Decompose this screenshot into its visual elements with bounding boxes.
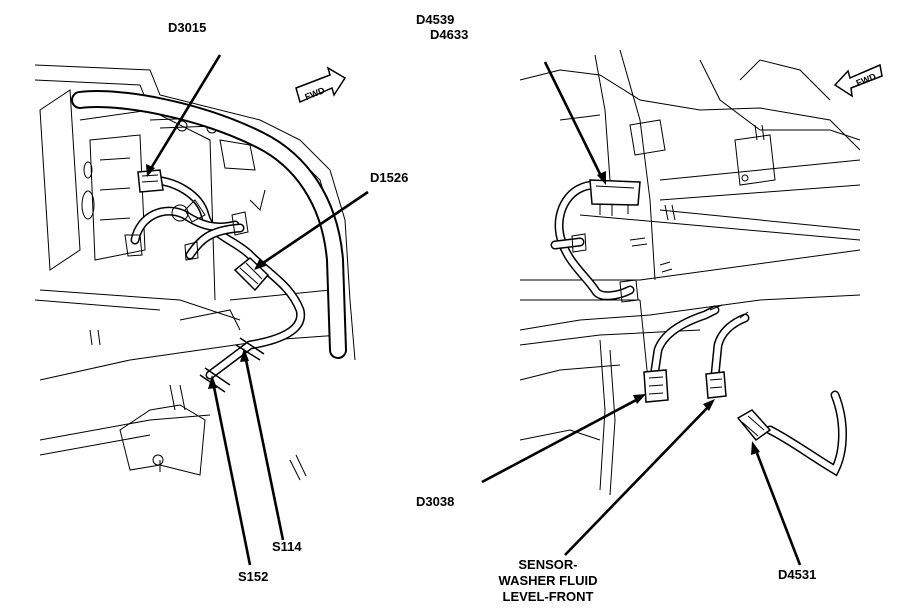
callout-d3015: D3015 [168, 20, 207, 35]
connector-d3038-shape [643, 369, 669, 403]
leaders-left [146, 54, 369, 566]
leader-d4531-arrowhead [751, 441, 760, 455]
callout-d4539: D4539 [416, 12, 455, 27]
right-view: FWD [481, 49, 883, 566]
leader-s152-arrowhead [208, 375, 217, 389]
right-sensor-harness [650, 304, 847, 477]
leader-sensor-arrowhead [703, 399, 715, 411]
callout-sensor-line-3: LEVEL-FRONT [502, 589, 594, 604]
callout-s152: S152 [238, 569, 269, 584]
leader-d4539-arrowhead [597, 171, 606, 185]
callout-sensor-line-2: WASHER FLUID [498, 573, 598, 588]
left-wiring-harness [124, 175, 306, 380]
connector-d1526-shape [233, 257, 270, 292]
leader-d1526-arrowhead [254, 258, 266, 270]
leaders-right [481, 61, 802, 566]
callout-s114: S114 [272, 539, 302, 554]
connector-d4531-shape [736, 409, 772, 442]
leader-s114-arrowhead [240, 348, 249, 362]
connector-sensor-shape [705, 371, 727, 399]
callout-sensor-line-1: SENSOR- [518, 557, 578, 572]
leader-d3038-arrowhead [633, 394, 646, 404]
left-view: FWD [34, 54, 369, 566]
callout-d1526: D1526 [370, 170, 409, 185]
callout-d4531: D4531 [778, 567, 817, 582]
fwd-arrow-right-icon: FWD [833, 63, 883, 98]
fwd-arrow-left-icon: FWD [295, 66, 347, 104]
left-structure [34, 64, 356, 481]
right-structure [519, 49, 861, 496]
right-upper-harness [550, 180, 639, 303]
connector-d3015-shape [137, 169, 164, 193]
leader-d3015-arrowhead [146, 164, 155, 177]
left-support-tube [71, 90, 347, 359]
callout-d3038: D3038 [416, 494, 455, 509]
connector-d4539-d4633-shape [589, 179, 641, 216]
callout-d4633: D4633 [430, 27, 469, 42]
fwd-label-right: FWD [855, 71, 878, 88]
callout-sensor-washer-fluid-level-front: SENSOR- WASHER FLUID LEVEL-FRONT [488, 557, 608, 605]
